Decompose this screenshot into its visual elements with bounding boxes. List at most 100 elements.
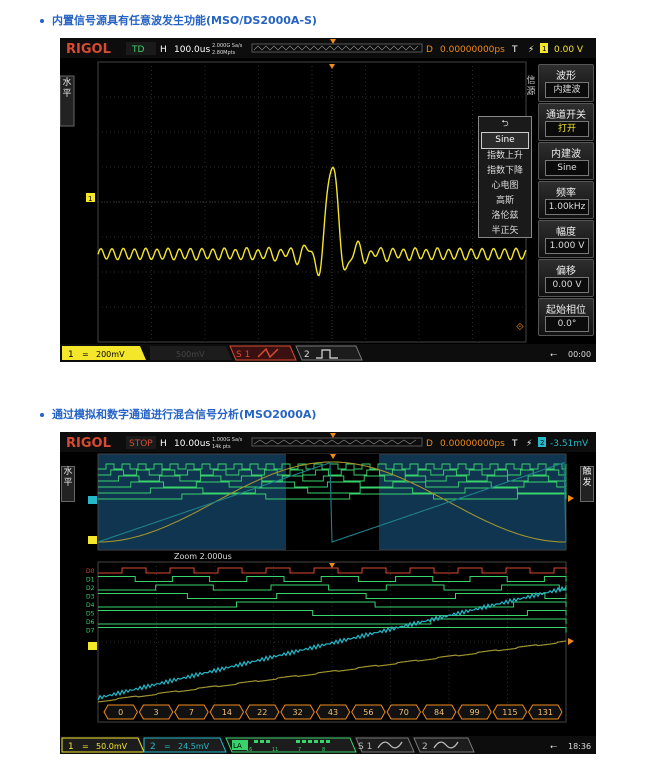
bus-segment xyxy=(457,704,492,720)
trigger-marker xyxy=(329,64,335,69)
ch1-ground-marker xyxy=(86,193,95,202)
digital-trace-d4 xyxy=(98,601,567,608)
lower-ch1-waveform xyxy=(97,640,567,703)
ch1-number: 1 xyxy=(68,742,74,752)
horizontal-tab[interactable]: 水平 xyxy=(61,466,75,502)
trigger-edge-icon: ⚡ xyxy=(528,45,534,55)
ch2-number: 2 xyxy=(150,742,156,752)
softkey-label: 幅度 xyxy=(556,227,576,238)
trigger-tab[interactable]: 触发 xyxy=(580,466,594,502)
source1-badge[interactable] xyxy=(355,737,415,753)
timebase-value[interactable]: 100.0us xyxy=(174,45,210,55)
trigger-label: T xyxy=(511,45,518,55)
horizontal-label: H xyxy=(160,439,167,449)
section1-heading-text: 内置信号源具有任意波发生功能(MSO/DS2000A-S) xyxy=(52,14,317,27)
source1-label: S 1 xyxy=(236,350,250,360)
sine-wave-icon xyxy=(257,347,279,359)
softkey-value: 内建波 xyxy=(545,82,589,98)
scope-screen-2: RIGOL STOP H 10.00us 1.000G Sa/s 14k pts… xyxy=(60,432,596,754)
trigger-source-icon: 1 xyxy=(542,45,546,53)
sample-rate: 2.000G Sa/s xyxy=(212,43,243,49)
sine-wave-icon xyxy=(433,741,459,749)
source2-badge[interactable] xyxy=(295,345,363,361)
trigger-level-icon: ⟐ xyxy=(516,322,524,333)
menu-back-icon[interactable]: ⮌ xyxy=(501,119,509,129)
menu-item-ecg[interactable]: 心电图 xyxy=(491,181,519,191)
bullet-icon xyxy=(40,413,44,417)
memory-overview xyxy=(253,439,417,445)
trigger-edge-icon: ⚡ xyxy=(526,439,532,449)
menu-item-haversine[interactable]: 半正矢 xyxy=(491,226,519,236)
bus-value: 22 xyxy=(257,708,267,717)
ch2-badge[interactable] xyxy=(150,346,232,360)
trigger-position-marker xyxy=(330,433,336,438)
dc-coupling-icon: = xyxy=(82,742,89,751)
bus-segment xyxy=(492,704,528,720)
trigger-source-icon: 2 xyxy=(540,439,544,447)
la-channel: 11 xyxy=(272,747,278,753)
usb-icon: ⭠ xyxy=(550,742,557,752)
digital-label-d6: D6 xyxy=(86,619,95,626)
digital-trace-d0 xyxy=(98,567,567,574)
la-channel: 7 xyxy=(298,747,301,753)
menu-item-exp-fall[interactable]: 指数下降 xyxy=(486,166,523,176)
delay-label: D xyxy=(426,45,433,55)
upper-digital-trace xyxy=(98,481,567,488)
upper-digital-trace xyxy=(98,469,567,476)
lower-ch2-waveform xyxy=(97,585,567,701)
softkey-label: 偏移 xyxy=(556,266,576,277)
delay-value[interactable]: 0.00000000ps xyxy=(440,45,505,55)
delay-label: D xyxy=(426,439,433,449)
ch1-marker-lower xyxy=(88,642,97,650)
ch1-badge[interactable] xyxy=(62,346,146,360)
ch1-scale: 200mV xyxy=(96,350,125,359)
bus-segment xyxy=(528,704,563,720)
ch1-scale: 50.0mV xyxy=(96,742,128,751)
bus-segment xyxy=(209,704,245,720)
source2-label: 2 xyxy=(304,350,310,360)
delay-value[interactable]: 0.00000000ps xyxy=(440,439,505,449)
horizontal-tab[interactable]: 水平 xyxy=(62,78,72,99)
digital-trace-d2 xyxy=(98,584,567,591)
run-status[interactable]: STOP xyxy=(129,439,153,449)
bus-segment xyxy=(421,704,457,720)
zoom-label: Zoom 2.000us xyxy=(174,552,232,561)
source2-badge[interactable] xyxy=(413,737,475,753)
menu-item-lorentz[interactable]: 洛伦兹 xyxy=(491,211,519,221)
menu-item-sine[interactable]: Sine xyxy=(481,132,529,149)
menu-item-gauss[interactable]: 高斯 xyxy=(495,196,514,206)
bus-segment xyxy=(138,704,174,720)
svg-text:1: 1 xyxy=(88,195,92,203)
softkey-waveform[interactable]: 波形内建波 xyxy=(538,64,594,102)
menu-item-exp-rise[interactable]: 指数上升 xyxy=(486,151,523,161)
rigol-logo: RIGOL xyxy=(66,436,111,451)
timebase-value[interactable]: 10.00us xyxy=(174,439,210,449)
bus-value: 14 xyxy=(222,708,232,717)
section1-heading: 内置信号源具有任意波发生功能(MSO/DS2000A-S) xyxy=(40,12,317,28)
upper-digital-traces xyxy=(98,463,567,500)
run-status[interactable]: TD xyxy=(131,45,144,55)
softkey-label: 频率 xyxy=(556,188,576,199)
upper-digital-trace xyxy=(98,463,567,470)
la-label: LA xyxy=(233,742,242,750)
bus-value: 84 xyxy=(434,708,444,717)
upper-digital-trace xyxy=(98,493,567,500)
memory-depth: 14k pts xyxy=(212,444,231,450)
upper-digital-trace xyxy=(98,475,567,482)
trigger-level[interactable]: -3.51mV xyxy=(550,439,589,449)
la-channel: 8 xyxy=(322,747,325,753)
softkey-value: 0.0° xyxy=(545,316,589,332)
digital-trace-d3 xyxy=(98,593,567,599)
trigger-level[interactable]: 0.00 V xyxy=(554,45,584,55)
source-tab[interactable]: 信源 xyxy=(526,76,536,97)
bus-segment xyxy=(174,704,209,720)
ch2-badge[interactable] xyxy=(143,737,227,753)
clock-time: 18:36 xyxy=(568,742,591,751)
softkey-channel-switch[interactable]: 通道开关打开 xyxy=(538,103,594,141)
